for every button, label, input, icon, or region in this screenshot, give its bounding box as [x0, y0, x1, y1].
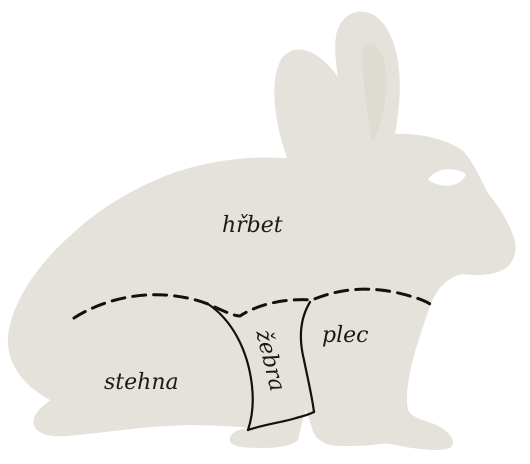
label-shoulder: plec: [322, 323, 368, 348]
label-legs: stehna: [104, 370, 179, 395]
label-back: hřbet: [222, 213, 283, 238]
